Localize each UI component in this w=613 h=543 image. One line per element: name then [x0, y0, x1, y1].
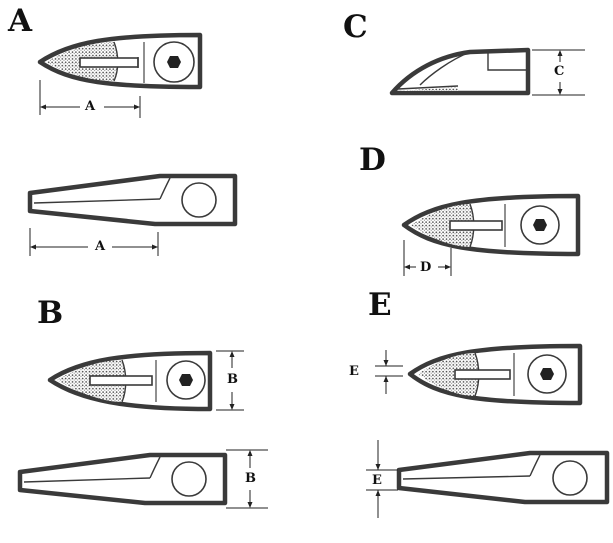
dimension-label-b-bottom: B — [244, 471, 257, 486]
dimension-label-a-bottom: A — [94, 239, 107, 254]
tool-a-longnose-side-view — [27, 173, 238, 227]
tool-e-cutter-top-view — [407, 343, 583, 406]
dimension-label-e-top: E — [348, 364, 360, 379]
tool-c-side-view — [389, 47, 531, 96]
section-label-c: C — [343, 9, 368, 45]
dimension-label-d: D — [419, 260, 433, 275]
section-label-a: A — [8, 3, 33, 39]
dimension-c — [532, 49, 585, 96]
dimension-label-e-bottom: E — [371, 473, 383, 488]
dimension-label-c: C — [553, 64, 566, 79]
dimension-b-bottom — [226, 449, 268, 509]
blade-slot — [79, 57, 139, 68]
dimension-e-top — [375, 350, 403, 394]
section-label-d: D — [359, 142, 386, 178]
dimension-b-top — [216, 350, 244, 411]
dimension-a-top — [39, 80, 141, 118]
pivot-nut-icon — [179, 374, 193, 386]
pivot-nut-icon — [167, 56, 181, 68]
dimension-d — [403, 240, 452, 276]
section-label-b: B — [37, 295, 64, 331]
dimension-a-bottom — [29, 228, 159, 256]
section-label-e: E — [368, 287, 392, 323]
dimension-label-a-top: A — [84, 99, 97, 114]
tool-b-cutter-top-view — [47, 350, 213, 412]
tool-a-cutter-top-view — [37, 32, 203, 90]
tool-d-cutter-top-view — [401, 193, 581, 257]
pivot-nut-icon — [540, 368, 554, 380]
tool-e-longnose-side-view — [396, 450, 610, 505]
dimension-e-bottom — [366, 440, 398, 518]
pivot-nut-icon — [533, 219, 547, 231]
dimension-label-b-top: B — [226, 372, 239, 387]
tool-b-longnose-side-view — [17, 452, 228, 506]
